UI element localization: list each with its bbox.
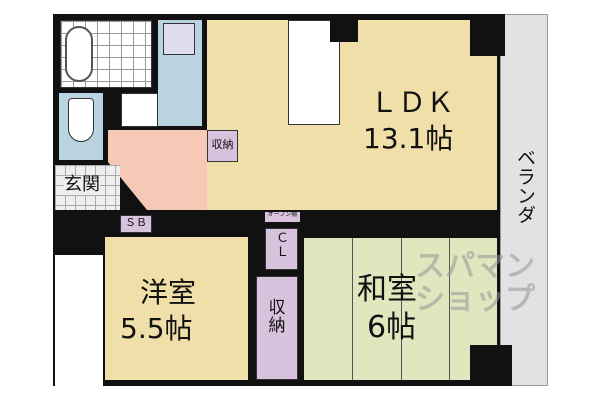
ldk-name: ＬＤＫ [370,86,455,119]
ldk-size: 13.1帖 [363,122,454,155]
bathtub-icon [65,26,93,82]
balcony-label: ベランダ [514,148,536,224]
pillar-top-right [470,14,505,56]
watermark-logo: スパマンショップ [415,249,535,317]
open-shelf-label: オープン棚 [267,211,298,218]
pillar-bottom-right [470,345,512,386]
sink-icon [121,93,158,127]
kitchen-wall [330,14,358,42]
closet-label: ＣＬ [276,231,290,260]
western-room-name: 洋室 [140,276,197,309]
japanese-room [304,238,497,380]
toilet-icon [68,98,94,142]
western-room [105,237,248,380]
shoe-box-label: ＳＢ [125,216,147,229]
shoe-box [120,215,152,233]
entrance-label: 玄関 [64,174,100,195]
japanese-room-size: 6帖 [367,310,417,345]
balcony [500,14,548,386]
ldk-storage [207,130,238,162]
closet [265,228,298,270]
japanese-room-name: 和室 [357,272,417,307]
western-room-size: 5.5帖 [120,312,193,345]
pillar-left [53,210,105,255]
open-shelf [265,212,300,222]
room-storage [256,276,298,380]
ldk [207,20,497,210]
washing-machine-icon [163,23,195,55]
room-storage-label: 収納 [268,298,286,336]
left-void [55,255,103,386]
ldk-storage-label: 収納 [211,138,234,151]
